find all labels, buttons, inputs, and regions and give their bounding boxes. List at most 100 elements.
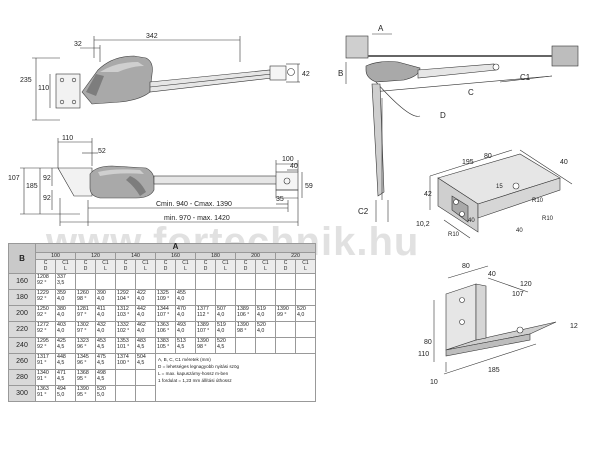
note-line: 1 fordulat = 1,23 mm állítási úthossz bbox=[158, 378, 232, 383]
table-cell bbox=[175, 273, 196, 290]
table-a-value: 140 bbox=[115, 252, 156, 260]
bracket-lower-dim-107: 107 bbox=[512, 291, 524, 298]
label-a: A bbox=[378, 24, 384, 33]
bracket-upper-dim-40: 40 bbox=[560, 159, 568, 166]
bracket-upper-r10-b: R10 bbox=[532, 198, 544, 204]
table-cell bbox=[295, 289, 316, 306]
label-c2: C2 bbox=[358, 207, 369, 216]
table-b-value: 180 bbox=[8, 289, 36, 306]
top-view bbox=[32, 36, 300, 121]
table-cell bbox=[275, 337, 296, 354]
table-cell bbox=[115, 273, 136, 290]
table-cell bbox=[255, 273, 276, 290]
dim-42: 42 bbox=[302, 71, 310, 78]
table-cell bbox=[275, 273, 296, 290]
table-cell bbox=[295, 273, 316, 290]
lower-bracket bbox=[433, 265, 557, 375]
label-b: B bbox=[338, 69, 343, 78]
table-b-header: B bbox=[8, 243, 36, 274]
table-b-value: 220 bbox=[8, 321, 36, 338]
table-notes: A, B, C, C1 méretek (mm) D = lehetséges l… bbox=[155, 353, 316, 402]
table-a-value: 160 bbox=[155, 252, 196, 260]
table-cell bbox=[135, 273, 156, 290]
table-b-value: 300 bbox=[8, 385, 36, 402]
bracket-upper-dim-80: 80 bbox=[484, 153, 492, 160]
bracket-upper-dim-15: 15 bbox=[496, 184, 503, 190]
bracket-upper-dim-42: 42 bbox=[424, 191, 432, 198]
table-cell bbox=[235, 337, 256, 354]
side-view bbox=[20, 138, 303, 226]
bracket-upper-r10-a: R10 bbox=[542, 216, 554, 222]
bracket-upper-dim-40b: 40 bbox=[468, 218, 475, 224]
table-cell bbox=[295, 321, 316, 338]
table-cell bbox=[255, 337, 276, 354]
bracket-lower-dim-110: 110 bbox=[418, 351, 429, 358]
table-cell bbox=[135, 385, 156, 402]
table-cell bbox=[255, 289, 276, 306]
note-line: A, B, C, C1 méretek (mm) bbox=[158, 357, 211, 362]
bracket-upper-r10-c: R10 bbox=[448, 232, 460, 238]
stroke-c-label: Cmin. 940 - Cmax. 1390 bbox=[156, 201, 232, 208]
upper-bracket bbox=[429, 149, 573, 239]
bracket-upper-dim-195: 195 bbox=[462, 159, 474, 166]
dim-185: 185 bbox=[26, 183, 38, 190]
table-cell bbox=[275, 321, 296, 338]
table-a-value: 180 bbox=[195, 252, 236, 260]
table-b-value: 260 bbox=[8, 353, 36, 370]
note-line: D = lehetséges legnagyobb nyitási szög bbox=[158, 364, 240, 369]
table-cell bbox=[215, 289, 236, 306]
label-c: C bbox=[468, 88, 474, 97]
table-cell bbox=[195, 289, 216, 306]
table-a-value: 200 bbox=[235, 252, 276, 260]
